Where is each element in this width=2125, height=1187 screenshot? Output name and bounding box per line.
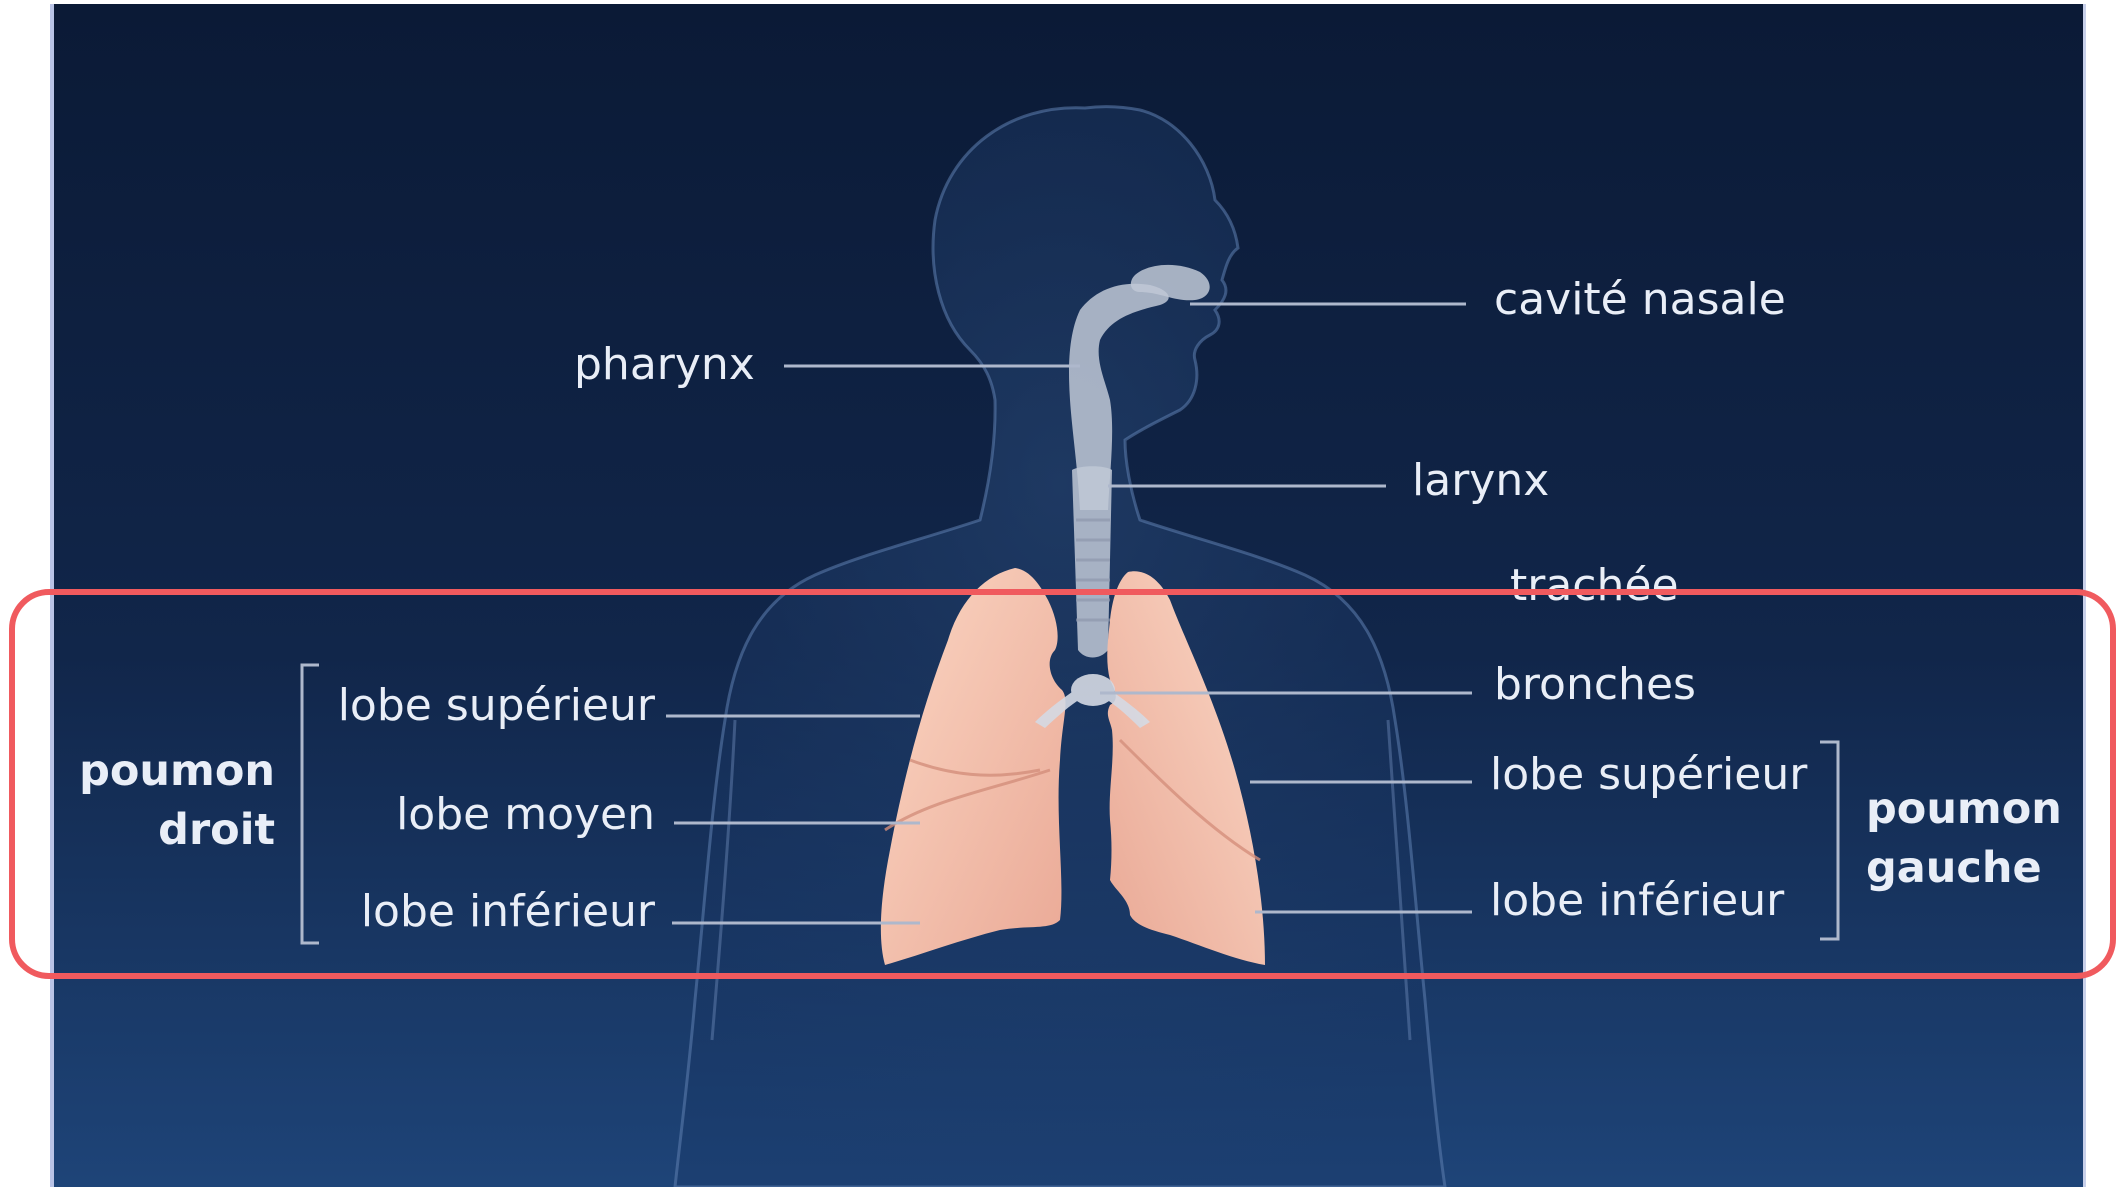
- label-nasal-cavity: cavité nasale: [1494, 278, 1786, 322]
- highlight-box-lungs: [9, 589, 2116, 979]
- label-larynx: larynx: [1412, 459, 1549, 503]
- label-pharynx: pharynx: [574, 343, 755, 387]
